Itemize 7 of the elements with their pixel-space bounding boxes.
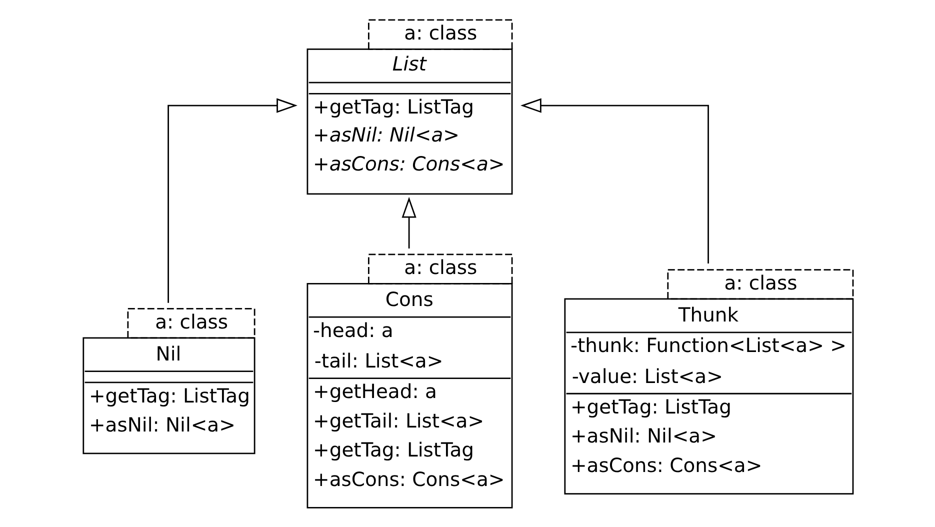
node-label: a: class bbox=[724, 272, 798, 295]
arrow bbox=[168, 98, 298, 303]
node-label: a: class bbox=[155, 310, 228, 334]
node-label: a: class bbox=[404, 22, 478, 45]
node-label: a: class bbox=[404, 256, 478, 280]
arrow bbox=[402, 196, 416, 248]
arrow bbox=[520, 98, 709, 264]
